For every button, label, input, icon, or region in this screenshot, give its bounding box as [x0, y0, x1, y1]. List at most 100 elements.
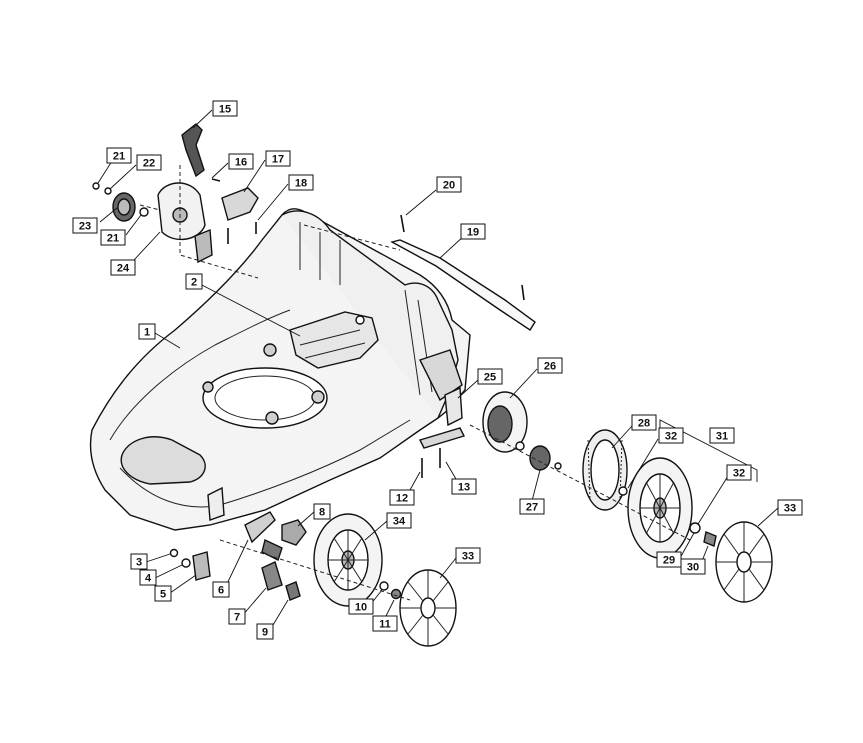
callout-number: 12 [396, 493, 408, 505]
callout-number: 6 [218, 585, 224, 597]
rear-wheel-drive-assembly [444, 386, 773, 603]
callout-box [680, 558, 706, 575]
callout-number: 2 [191, 277, 197, 289]
callout-number: 24 [117, 263, 130, 275]
callout-number: 29 [663, 555, 675, 567]
group-bracket-31 [659, 419, 758, 482]
callout-box [288, 174, 314, 191]
callout-box [477, 368, 503, 385]
callout-c21b: 21 [100, 229, 126, 246]
callout-box [777, 499, 803, 516]
callout-c10: 10 [348, 598, 374, 615]
callout-c23: 23 [72, 217, 98, 234]
callout-c7: 7 [228, 608, 246, 625]
callout-number: 1 [144, 327, 150, 339]
callout-box [139, 569, 157, 586]
callout-c17: 17 [265, 150, 291, 167]
callout-box [460, 223, 486, 240]
callout-number: 34 [393, 516, 406, 528]
callout-box [110, 259, 136, 276]
callout-number: 32 [665, 431, 677, 443]
callout-c8: 8 [313, 503, 331, 520]
callout-box [455, 547, 481, 564]
callout-number: 33 [462, 551, 474, 563]
callout-box [726, 464, 752, 481]
callout-box [658, 427, 684, 444]
callout-number: 31 [716, 431, 728, 443]
callout-box [386, 512, 412, 529]
callout-number: 21 [113, 151, 125, 163]
callout-c22: 22 [136, 154, 162, 171]
front-wheel-assembly [169, 511, 457, 647]
callout-number: 27 [526, 502, 538, 514]
callout-c32a: 32 [658, 427, 684, 444]
callout-number: 32 [733, 468, 745, 480]
callout-c24: 24 [110, 259, 136, 276]
callout-box [519, 498, 545, 515]
callout-box [136, 154, 162, 171]
callout-c16: 16 [228, 153, 254, 170]
callout-number: 4 [145, 573, 152, 585]
callout-c32b: 32 [726, 464, 752, 481]
callout-box [138, 323, 156, 340]
callout-c25: 25 [477, 368, 503, 385]
callout-box [436, 176, 462, 193]
callout-number: 26 [544, 361, 556, 373]
callout-c34: 34 [386, 512, 412, 529]
callout-number: 23 [79, 221, 91, 233]
callout-c31: 31 [709, 427, 735, 444]
rear-axle [303, 214, 536, 331]
callout-box [313, 503, 331, 520]
callout-c33b: 33 [777, 499, 803, 516]
height-adjuster-assembly [92, 123, 259, 279]
callout-number: 21 [107, 233, 119, 245]
callout-box [212, 100, 238, 117]
callout-box [72, 217, 98, 234]
callout-box [100, 229, 126, 246]
callout-c5: 5 [154, 585, 172, 602]
callout-box [228, 153, 254, 170]
callout-c28: 28 [631, 414, 657, 431]
callout-c3: 3 [130, 553, 148, 570]
callout-box [631, 414, 657, 431]
callout-number: 19 [467, 227, 479, 239]
callout-box [537, 357, 563, 374]
callout-c12: 12 [389, 489, 415, 506]
callout-number: 9 [262, 627, 268, 639]
callout-number: 3 [136, 557, 142, 569]
callout-c27: 27 [519, 498, 545, 515]
callout-number: 18 [295, 178, 307, 190]
callout-number: 30 [687, 562, 699, 574]
callout-c20: 20 [436, 176, 462, 193]
callout-c9: 9 [256, 623, 274, 640]
mower-deck [89, 208, 471, 531]
callout-c18: 18 [288, 174, 314, 191]
callout-c15: 15 [212, 100, 238, 117]
callout-c13: 13 [451, 478, 477, 495]
callout-box [372, 615, 398, 632]
callout-c1: 1 [138, 323, 156, 340]
callout-c26: 26 [537, 357, 563, 374]
callout-box [185, 273, 203, 290]
callout-number: 33 [784, 503, 796, 515]
callout-c29: 29 [656, 551, 682, 568]
callout-c33a: 33 [455, 547, 481, 564]
callout-number: 28 [638, 418, 650, 430]
callout-box [265, 150, 291, 167]
callout-box [256, 623, 274, 640]
callout-c30: 30 [680, 558, 706, 575]
callout-box [212, 581, 230, 598]
callout-box [389, 489, 415, 506]
callout-number: 7 [234, 612, 240, 624]
callout-box [154, 585, 172, 602]
callout-number: 16 [235, 157, 247, 169]
callout-box [451, 478, 477, 495]
callout-box [709, 427, 735, 444]
callout-c2: 2 [185, 273, 203, 290]
callout-c6: 6 [212, 581, 230, 598]
callout-c11: 11 [372, 615, 398, 632]
callout-box [228, 608, 246, 625]
callout-number: 11 [379, 619, 391, 631]
rear-fasteners [419, 427, 465, 478]
callout-number: 20 [443, 180, 455, 192]
